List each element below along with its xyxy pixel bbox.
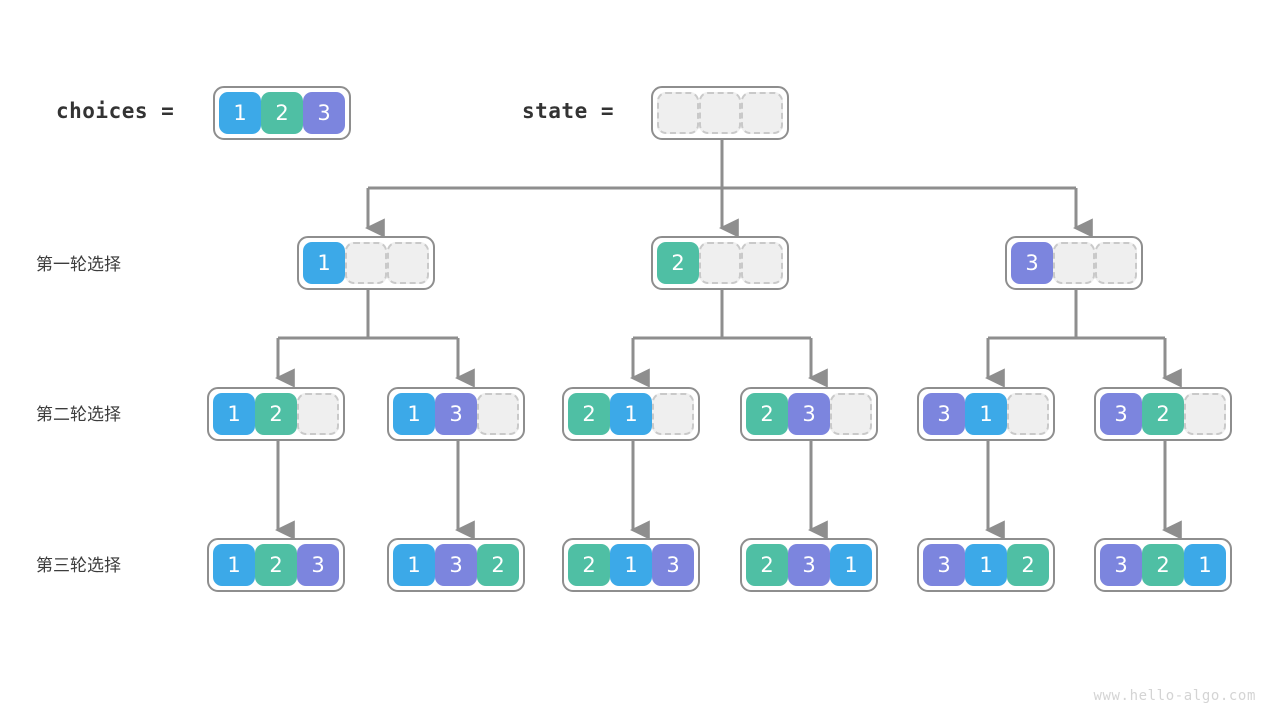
cell-value-3: 3 xyxy=(1100,393,1142,435)
row-label-round-1: 第一轮选择 xyxy=(36,255,121,275)
cell-value-2: 2 xyxy=(255,544,297,586)
cell-value-3: 3 xyxy=(788,393,830,435)
cell-value-1: 1 xyxy=(965,393,1007,435)
cell-empty xyxy=(477,393,519,435)
cell-value-3: 3 xyxy=(652,544,694,586)
cell-value-1: 1 xyxy=(610,544,652,586)
cell-value-2: 2 xyxy=(568,544,610,586)
cell-value-3: 3 xyxy=(1011,242,1053,284)
row-label-round-2: 第二轮选择 xyxy=(36,405,121,425)
cell-empty xyxy=(657,92,699,134)
cell-empty xyxy=(830,393,872,435)
cell-value-2: 2 xyxy=(1007,544,1049,586)
cell-empty xyxy=(1095,242,1137,284)
cell-value-2: 2 xyxy=(1142,393,1184,435)
cell-value-1: 1 xyxy=(965,544,1007,586)
cell-empty xyxy=(741,242,783,284)
row-label-round-3: 第三轮选择 xyxy=(36,556,121,576)
cell-empty xyxy=(345,242,387,284)
cell-value-1: 1 xyxy=(303,242,345,284)
state-node-row1-1: 1 xyxy=(297,236,435,290)
cell-value-1: 1 xyxy=(610,393,652,435)
cell-value-2: 2 xyxy=(746,544,788,586)
cell-value-3: 3 xyxy=(435,544,477,586)
cell-value-2: 2 xyxy=(255,393,297,435)
cell-empty xyxy=(297,393,339,435)
cell-empty xyxy=(387,242,429,284)
choices-label: choices = xyxy=(56,99,175,123)
cell-value-2: 2 xyxy=(657,242,699,284)
cell-empty xyxy=(1007,393,1049,435)
cell-value-1: 1 xyxy=(830,544,872,586)
cell-value-3: 3 xyxy=(435,393,477,435)
cell-value-2: 2 xyxy=(746,393,788,435)
cell-value-1: 1 xyxy=(213,393,255,435)
cell-empty xyxy=(1184,393,1226,435)
state-node-row1-3: 3 xyxy=(1005,236,1143,290)
cell-empty xyxy=(652,393,694,435)
cell-value-1: 1 xyxy=(213,544,255,586)
state-label: state = xyxy=(522,99,615,123)
cell-value-3: 3 xyxy=(923,393,965,435)
cell-value-3: 3 xyxy=(788,544,830,586)
cell-value-3: 3 xyxy=(1100,544,1142,586)
state-array xyxy=(651,86,789,140)
cell-value-1: 1 xyxy=(393,544,435,586)
cell-value-1: 1 xyxy=(393,393,435,435)
cell-empty xyxy=(699,92,741,134)
cell-value-3: 3 xyxy=(923,544,965,586)
cell-empty xyxy=(741,92,783,134)
cell-empty xyxy=(699,242,741,284)
cell-value-3: 3 xyxy=(297,544,339,586)
cell-value-1: 1 xyxy=(219,92,261,134)
cell-value-2: 2 xyxy=(477,544,519,586)
cell-value-1: 1 xyxy=(1184,544,1226,586)
state-node-row1-2: 2 xyxy=(651,236,789,290)
cell-value-2: 2 xyxy=(261,92,303,134)
cell-value-2: 2 xyxy=(568,393,610,435)
watermark: www.hello-algo.com xyxy=(1093,688,1256,704)
cell-value-2: 2 xyxy=(1142,544,1184,586)
cell-empty xyxy=(1053,242,1095,284)
cell-value-3: 3 xyxy=(303,92,345,134)
